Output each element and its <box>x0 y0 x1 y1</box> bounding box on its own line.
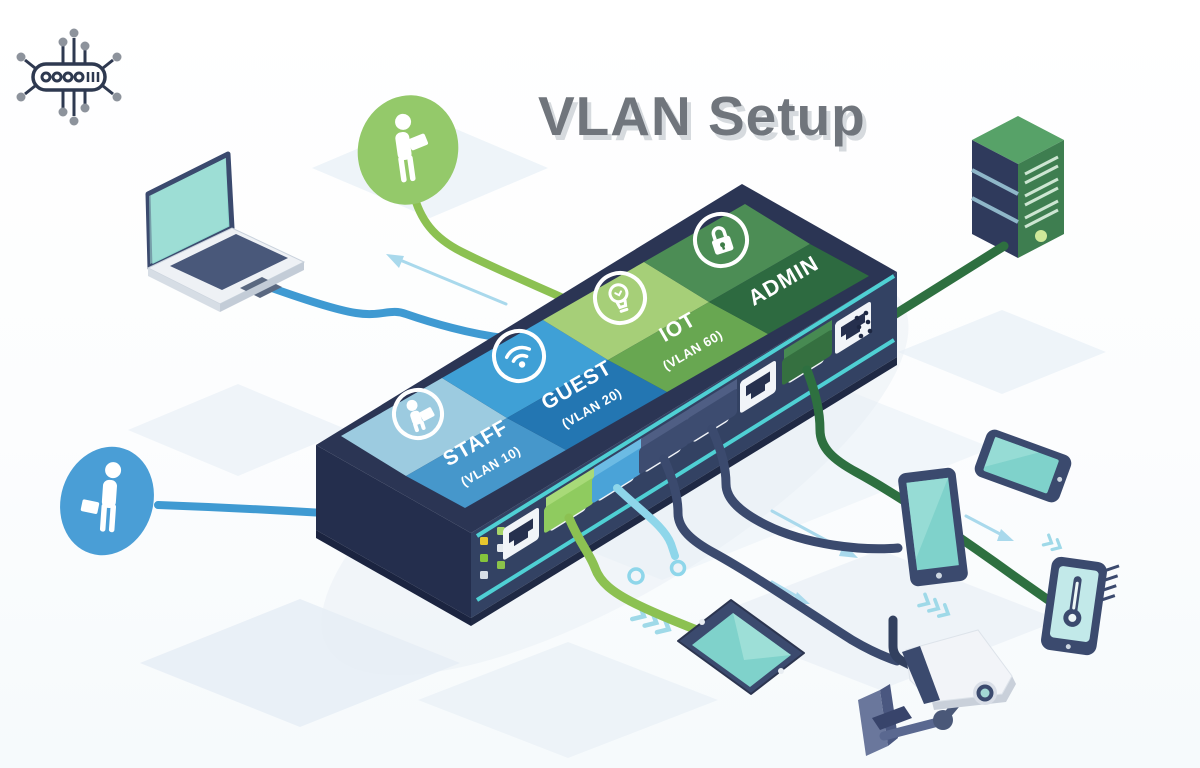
logo-port <box>51 71 63 83</box>
camera-wall-plate <box>858 690 888 756</box>
vlan-panel-iot-front <box>608 302 768 392</box>
camera-arm <box>879 716 947 741</box>
thermostat-pins <box>1101 564 1120 602</box>
logo-dots <box>16 28 122 126</box>
logo-port <box>73 71 85 83</box>
camera-underside <box>932 676 1016 710</box>
plug-dark-green <box>782 319 832 385</box>
port <box>835 302 871 354</box>
switch-base-edge <box>316 530 471 626</box>
plug-blue <box>592 437 642 503</box>
lightbulb-icon <box>593 271 647 325</box>
tablet-button <box>778 668 784 674</box>
laptop-keyboard <box>170 234 288 290</box>
camera-lens-glass <box>980 688 990 698</box>
user-bubble-green <box>357 95 459 205</box>
plug-green <box>544 467 594 533</box>
port <box>503 508 539 560</box>
vlan-panel-admin-front <box>709 244 869 334</box>
switch-left-face <box>316 445 471 618</box>
tablet-screen-sheen <box>733 613 791 660</box>
security-camera <box>858 615 1016 756</box>
front-stripe-top <box>475 274 896 538</box>
network-switch: STAFF (VLAN 10) GUEST (VLAN 20) IOT (VLA… <box>316 184 897 626</box>
vlan-panel-admin-back <box>644 204 810 302</box>
thermometer-stem <box>1072 581 1079 610</box>
thermostat-cable <box>802 365 1065 613</box>
plug-navy <box>639 408 689 474</box>
floor-tile <box>140 599 460 727</box>
person-icon <box>395 113 429 183</box>
vlan-panel-guest-back <box>442 320 608 418</box>
camera-foot <box>872 706 912 730</box>
server-vents <box>1024 155 1059 229</box>
arrow-up-left <box>386 254 508 306</box>
logo-trace <box>24 58 36 70</box>
person-icon <box>80 462 122 533</box>
cable-ring <box>669 559 687 577</box>
thermostat-button <box>1065 644 1071 650</box>
front-stripe-bottom <box>475 338 896 602</box>
vlan-panel-staff-front <box>406 418 566 508</box>
tablet-screen-sheen <box>906 477 949 560</box>
device-cables <box>564 365 1065 666</box>
logo-port <box>40 71 52 83</box>
server <box>971 116 1064 258</box>
logo-trace <box>24 84 36 96</box>
camera-cable <box>659 454 902 666</box>
iot-tablet-cable <box>564 513 717 641</box>
tablet-cable <box>707 424 903 554</box>
chevron-arrows <box>917 592 951 618</box>
page-title: VLAN Setup <box>538 85 866 147</box>
switch-base-edge <box>471 357 897 626</box>
chevron-arrows <box>1041 533 1063 552</box>
laptop <box>145 151 306 312</box>
staff-laptop-cable <box>254 279 508 342</box>
padlock-icon <box>693 212 749 268</box>
laptop-edge <box>148 268 220 312</box>
smartphone <box>974 429 1072 503</box>
logo-port <box>62 71 74 83</box>
user-bubble-blue <box>60 446 154 556</box>
phone-button <box>1057 476 1063 482</box>
floor-tile <box>128 384 348 476</box>
port <box>740 361 776 413</box>
guest-user-cable <box>409 188 576 306</box>
logo-trace <box>102 84 114 96</box>
server-led <box>1035 230 1047 242</box>
laptop-edge <box>220 262 304 312</box>
tablet-upright <box>898 467 968 587</box>
laptop-screen-sheen <box>149 158 228 264</box>
plug-navy <box>687 378 737 444</box>
phone-screen-sheen <box>984 436 1039 467</box>
vlan-panel-guest-front <box>507 360 667 450</box>
arrow-down-right <box>964 514 1014 541</box>
tablet-flat <box>677 599 805 695</box>
camera-mast <box>888 615 917 671</box>
logo-trace <box>102 58 114 70</box>
vent-dots <box>854 310 873 339</box>
traffic-arrows <box>386 254 1063 635</box>
tablet-screen <box>692 613 791 687</box>
floor-tile <box>898 310 1106 394</box>
circuit-logo <box>16 28 122 126</box>
camera-visor <box>902 646 940 704</box>
server-dividers <box>971 168 1019 224</box>
logo-switch-body <box>31 62 107 92</box>
tablet-button <box>935 572 942 579</box>
guest-drop-cable <box>613 484 679 560</box>
thermometer-core <box>1068 613 1077 622</box>
cable-ring <box>627 567 645 585</box>
tablet-camera-dot <box>699 619 705 625</box>
wifi-icon <box>492 329 546 383</box>
floor-tile <box>418 642 718 758</box>
server-left-face <box>972 140 1018 258</box>
cable-plugs <box>544 319 832 533</box>
person-icon <box>392 388 444 440</box>
smart-thermostat <box>1041 556 1120 656</box>
